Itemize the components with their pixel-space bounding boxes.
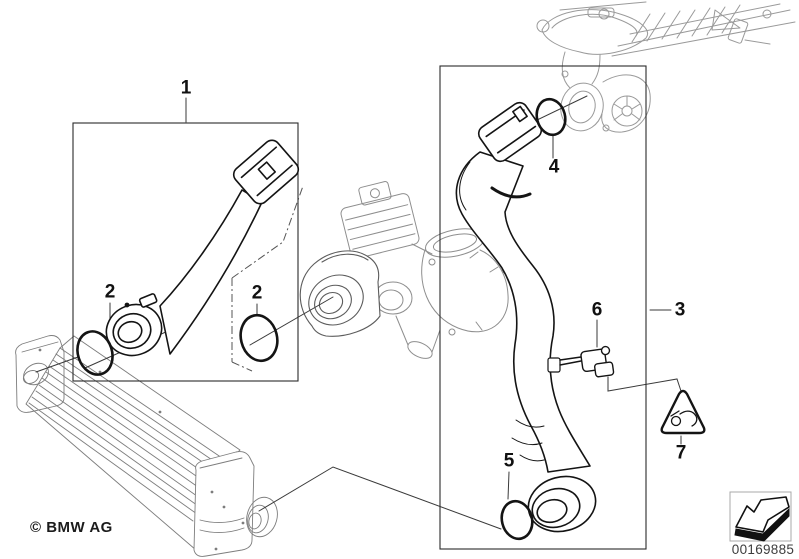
bmw-copyright-text: © BMW AG — [30, 519, 113, 536]
engine-assembly-drawing — [536, 1, 796, 133]
turbo-inlet-elbow-drawing — [299, 250, 381, 337]
charge-air-duct-part3 — [455, 101, 597, 533]
document-number: 00169885 — [731, 542, 795, 557]
dash-dot-section-lines — [231, 185, 304, 372]
warning-triangle-icon — [660, 389, 706, 435]
callout-2-right[interactable]: 2 — [251, 282, 263, 304]
part-group-box-1 — [72, 122, 299, 382]
callout-7[interactable]: 7 — [675, 442, 687, 464]
part-group-box-3 — [439, 65, 647, 550]
callout-2-left[interactable]: 2 — [104, 281, 116, 303]
callout-3[interactable]: 3 — [674, 299, 686, 321]
o-ring-part2-left — [76, 330, 114, 376]
boost-pressure-sensor-part6 — [559, 345, 615, 378]
callout-1[interactable]: 1 — [180, 77, 192, 99]
direction-arrow-icon — [729, 491, 792, 542]
callout-4[interactable]: 4 — [548, 156, 560, 178]
callout-6[interactable]: 6 — [591, 299, 603, 321]
callout-5[interactable]: 5 — [503, 450, 515, 472]
intercooler-drawing — [15, 335, 278, 557]
o-ring-part5 — [500, 499, 534, 541]
charge-air-hose-part1 — [105, 139, 300, 357]
o-ring-part4 — [535, 97, 567, 137]
o-ring-part2-right — [239, 313, 279, 363]
